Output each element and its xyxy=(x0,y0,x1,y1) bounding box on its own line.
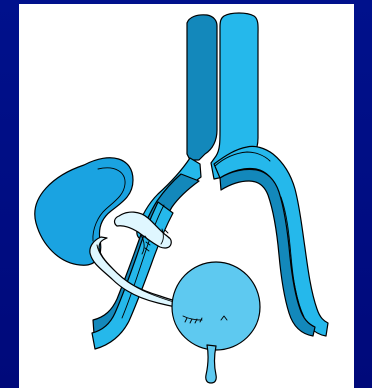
kidney-transplant-illustration xyxy=(19,4,354,388)
illustration-panel xyxy=(19,4,354,388)
left-vertical-vessel xyxy=(187,15,217,160)
kidney-icon xyxy=(35,158,133,265)
bladder-icon xyxy=(172,262,260,350)
urethra-icon xyxy=(206,345,217,383)
